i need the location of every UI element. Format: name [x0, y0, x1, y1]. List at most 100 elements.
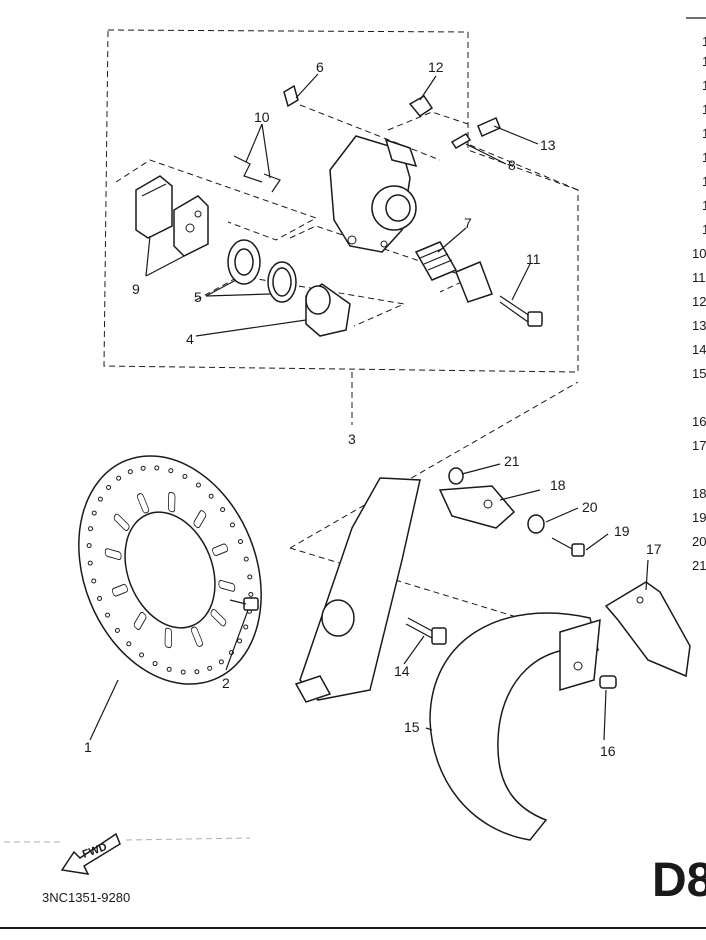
disc-slot	[113, 513, 130, 532]
disc-slot	[218, 579, 236, 592]
disc-vent-hole	[248, 591, 254, 597]
disc-vent-hole	[243, 624, 249, 630]
disc-vent-hole	[220, 507, 226, 513]
parts-list-number: 15	[692, 366, 706, 381]
disc-vent-hole	[194, 669, 200, 675]
caliper-assembly-outline	[103, 29, 579, 373]
disc-vent-hole	[243, 556, 249, 562]
callout-12: 12	[428, 59, 444, 75]
disc-guard	[429, 612, 601, 841]
collar	[448, 467, 464, 485]
callout-8: 8	[508, 157, 516, 173]
disc-vent-hole	[208, 493, 214, 499]
callout-10: 10	[254, 109, 270, 125]
disc-vent-hole	[114, 627, 120, 633]
front-fork-leg	[294, 477, 421, 703]
piston-seals	[227, 239, 297, 303]
parts-list-number: 14	[692, 342, 706, 357]
mount-bolt-14	[405, 617, 447, 645]
disc-vent-hole	[86, 543, 92, 549]
callout-6: 6	[316, 59, 324, 75]
disc-slot	[164, 627, 173, 649]
disc-slot	[133, 611, 147, 630]
disc-vent-hole	[127, 469, 133, 475]
disc-vent-hole	[116, 475, 122, 481]
disc-slot	[167, 491, 176, 513]
brake-disc	[78, 455, 262, 685]
bleed-screw	[450, 133, 472, 149]
disc-slot	[193, 510, 207, 529]
callout-4: 4	[186, 331, 194, 347]
parts-list-number: 18	[692, 486, 706, 501]
callout-labels: 1 2 3 4 5 6 7 8 9 10 11 12 13 14 15 16 1…	[84, 59, 662, 759]
callout-17: 17	[646, 541, 662, 557]
callout-15: 15	[404, 719, 420, 735]
callout-9: 9	[132, 281, 140, 297]
caliper-piston	[305, 283, 351, 337]
guard-screw	[599, 675, 617, 689]
parts-list-number: 1	[702, 174, 706, 189]
page-code: D8	[652, 854, 706, 907]
parts-list-number: 20	[692, 534, 706, 549]
slide-pin-boot	[414, 241, 493, 303]
disc-slot	[210, 608, 227, 627]
disc-vent-hole	[97, 595, 103, 601]
guard-bracket	[604, 581, 691, 678]
bleed-cap	[283, 84, 299, 108]
disc-vent-hole	[105, 612, 111, 618]
disc-vent-hole	[91, 510, 97, 516]
disc-slot	[212, 543, 229, 557]
disc-vent-hole	[182, 473, 188, 479]
disc-vent-hole	[237, 539, 243, 545]
disc-vent-hole	[88, 526, 94, 532]
parts-list-number: 1	[702, 78, 706, 93]
disc-vent-hole	[180, 669, 186, 675]
disc-slot	[136, 493, 150, 514]
callout-1: 1	[84, 739, 92, 755]
callout-5: 5	[194, 289, 202, 305]
leader-lines	[89, 73, 649, 741]
disc-vent-hole	[166, 666, 172, 672]
disc-vent-hole	[91, 578, 97, 584]
disc-vent-hole	[152, 661, 158, 667]
callout-14: 14	[394, 663, 410, 679]
disc-vent-hole	[126, 641, 132, 647]
disc-vent-hole	[218, 659, 224, 665]
parts-list-number: 10	[692, 246, 706, 261]
brake-pad-front	[135, 175, 173, 239]
callout-19: 19	[614, 523, 630, 539]
parts-list-number: 19	[692, 510, 706, 525]
callout-20: 20	[582, 499, 598, 515]
callout-2: 2	[222, 675, 230, 691]
disc-vent-hole	[139, 652, 145, 658]
parts-list-number: 1	[702, 198, 706, 213]
parts-list-number: 1	[702, 102, 706, 117]
disc-vent-hole	[247, 574, 253, 580]
disc-bolt	[229, 597, 259, 611]
parts-list-number: 1	[702, 222, 706, 237]
disc-vent-hole	[168, 468, 174, 474]
callout-3: 3	[348, 431, 356, 447]
disc-vent-hole	[97, 496, 103, 502]
disc-slot	[104, 548, 122, 561]
disc-slot	[190, 626, 204, 647]
bleed-line	[299, 104, 441, 161]
callout-16: 16	[600, 743, 616, 759]
disc-vent-hole	[154, 465, 160, 471]
callout-21: 21	[504, 453, 520, 469]
callout-18: 18	[550, 477, 566, 493]
guard-plate	[438, 485, 516, 529]
callout-13: 13	[540, 137, 556, 153]
scan-noise	[4, 837, 251, 843]
bolt-bracket-outline	[387, 111, 469, 131]
disc-vent-hole	[237, 638, 243, 644]
caliper-body	[329, 135, 418, 253]
disc-vent-hole	[140, 465, 146, 471]
caliper-bolt-11	[499, 295, 543, 327]
parts-list-number: 17	[692, 438, 706, 453]
disc-vent-hole	[195, 482, 201, 488]
parts-list-number: 1	[702, 126, 706, 141]
